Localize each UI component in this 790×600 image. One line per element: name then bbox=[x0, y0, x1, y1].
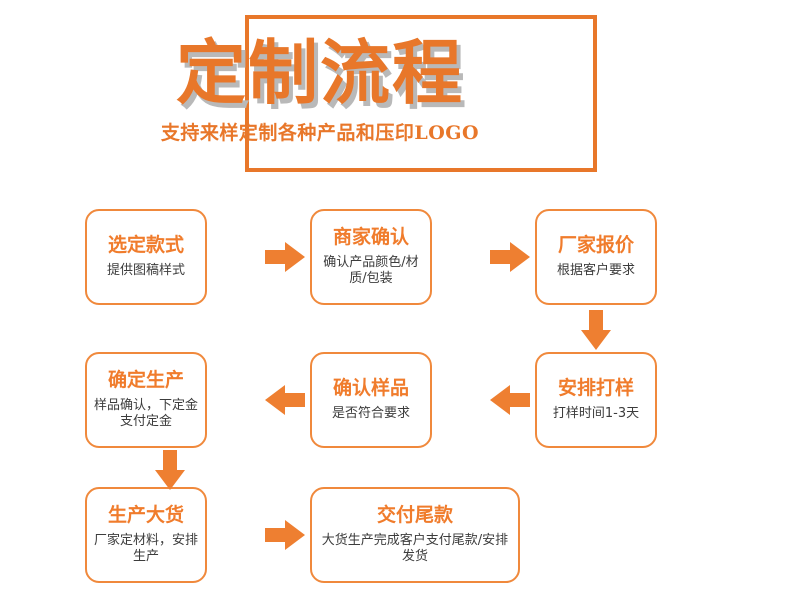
title-banner: 定制流程 支持来样定制各种产品和压印LOGO bbox=[0, 0, 790, 196]
arrow-left-icon-step5-step6 bbox=[265, 385, 305, 415]
arrow-right-icon-step1-step2 bbox=[265, 242, 305, 272]
flow-step-2-subtitle: 确认产品颜色/材质/包装 bbox=[323, 254, 419, 286]
flow-step-8[interactable]: 交付尾款 大货生产完成客户支付尾款/安排发货 bbox=[310, 487, 520, 583]
arrow-left-icon-step4-step5 bbox=[490, 385, 530, 415]
flow-step-7[interactable]: 生产大货 厂家定材料，安排生产 bbox=[85, 487, 207, 583]
flow-step-1[interactable]: 选定款式 提供图稿样式 bbox=[85, 209, 207, 305]
flow-step-2[interactable]: 商家确认 确认产品颜色/材质/包装 bbox=[310, 209, 432, 305]
flow-step-7-title: 生产大货 bbox=[107, 503, 184, 526]
flow-step-5-subtitle: 是否符合要求 bbox=[331, 405, 410, 421]
flow-step-6-subtitle: 样品确认，下定金支付定金 bbox=[93, 397, 198, 429]
page-title: 定制流程 bbox=[176, 31, 464, 114]
flow-step-6[interactable]: 确定生产 样品确认，下定金支付定金 bbox=[85, 352, 207, 448]
flow-step-6-title: 确定生产 bbox=[107, 368, 184, 391]
flow-step-4[interactable]: 安排打样 打样时间1-3天 bbox=[535, 352, 657, 448]
flow-step-3[interactable]: 厂家报价 根据客户要求 bbox=[535, 209, 657, 305]
flow-step-5[interactable]: 确认样品 是否符合要求 bbox=[310, 352, 432, 448]
arrow-right-icon-step7-step8 bbox=[265, 520, 305, 550]
flow-step-1-subtitle: 提供图稿样式 bbox=[106, 262, 185, 278]
arrow-down-icon-step6-step7 bbox=[155, 450, 185, 490]
flow-step-2-title: 商家确认 bbox=[332, 225, 409, 248]
flow-step-1-title: 选定款式 bbox=[107, 233, 184, 256]
flow-step-8-subtitle: 大货生产完成客户支付尾款/安排发货 bbox=[321, 532, 509, 564]
flow-step-7-subtitle: 厂家定材料，安排生产 bbox=[93, 532, 198, 564]
decorative-frame-outer bbox=[245, 15, 597, 172]
flow-step-3-subtitle: 根据客户要求 bbox=[556, 262, 635, 278]
flow-step-3-title: 厂家报价 bbox=[557, 233, 634, 256]
flow-step-5-title: 确认样品 bbox=[332, 376, 409, 399]
title-text-group: 定制流程 支持来样定制各种产品和压印LOGO bbox=[0, 38, 640, 145]
page-subtitle: 支持来样定制各种产品和压印LOGO bbox=[160, 122, 480, 144]
flow-step-4-title: 安排打样 bbox=[557, 376, 634, 399]
arrow-right-icon-step2-step3 bbox=[490, 242, 530, 272]
arrow-down-icon-step3-step4 bbox=[581, 310, 611, 350]
flow-step-4-subtitle: 打样时间1-3天 bbox=[552, 405, 640, 421]
flow-step-8-title: 交付尾款 bbox=[376, 503, 453, 526]
